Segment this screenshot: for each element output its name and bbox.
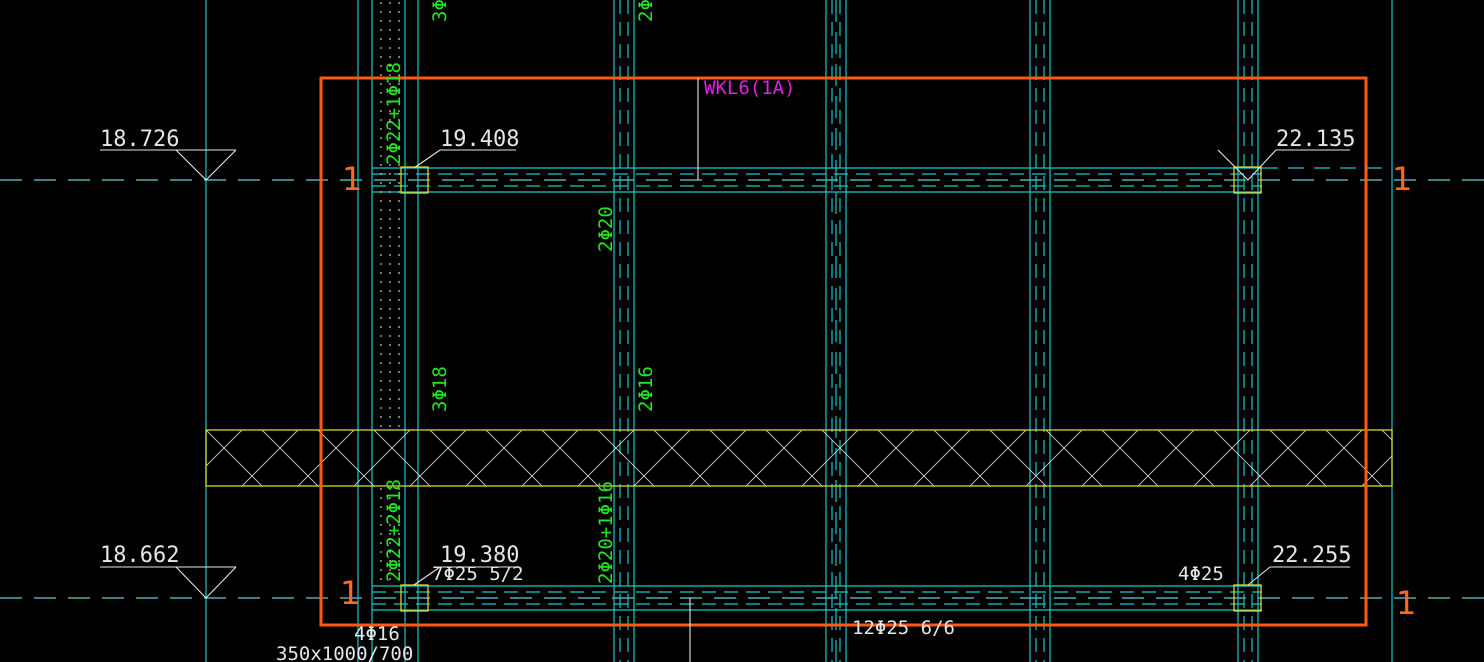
columns [400, 166, 1262, 612]
section-mark-right-bottom: 1 [1396, 584, 1416, 622]
rebar-label-left-mid: 3Φ18 [429, 366, 451, 412]
elevation-label-tl-inner: 19.408 [440, 127, 519, 152]
column-size-label: 350x1000/700 [276, 643, 413, 662]
rebar-label-mid-top: 2Φ20 [595, 206, 617, 252]
rebar-label-left-bottom: 2Φ22+2Φ18 [383, 479, 405, 582]
hatched-band [205, 429, 1393, 487]
section-mark-left-bottom: 1 [340, 574, 360, 612]
elevation-label-tl-outer: 18.726 [100, 127, 179, 152]
rebar-label-mid-mid: 2Φ16 [635, 366, 657, 412]
rebar-label-bottom-center: 12Φ25 6/6 [852, 617, 955, 639]
wall-dot-fill [373, 0, 404, 430]
section-mark-left-top: 1 [342, 160, 362, 198]
elevation-label-br: 22.255 [1272, 543, 1351, 568]
rebar-label-mid-bottom: 2Φ20+1Φ16 [595, 481, 617, 584]
wall-dot-fill-lower [373, 486, 404, 586]
selection-outline[interactable] [319, 76, 1368, 627]
rebar-label-top-left-clip: 3Φ [429, 0, 451, 22]
rebar-label-left-top: 2Φ22+1Φ18 [383, 62, 405, 165]
rebar-label-bottom-left: 7Φ25 5/2 [432, 563, 524, 585]
elevation-label-bl-inner: 19.380 [440, 543, 519, 568]
elevation-label-bl-outer: 18.662 [100, 543, 179, 568]
elevation-label-tr: 22.135 [1276, 127, 1355, 152]
beam-label: WKL6(1A) [704, 77, 796, 99]
elevation-markers [100, 78, 1350, 662]
rebar-label-bottom-right: 4Φ25 [1178, 563, 1224, 585]
section-mark-right-top: 1 [1392, 160, 1412, 198]
column-bars-label: 4Φ16 [354, 623, 400, 645]
rebar-label-top-mid-clip: 2Φ [635, 0, 657, 22]
beam-grid [357, 0, 1392, 662]
